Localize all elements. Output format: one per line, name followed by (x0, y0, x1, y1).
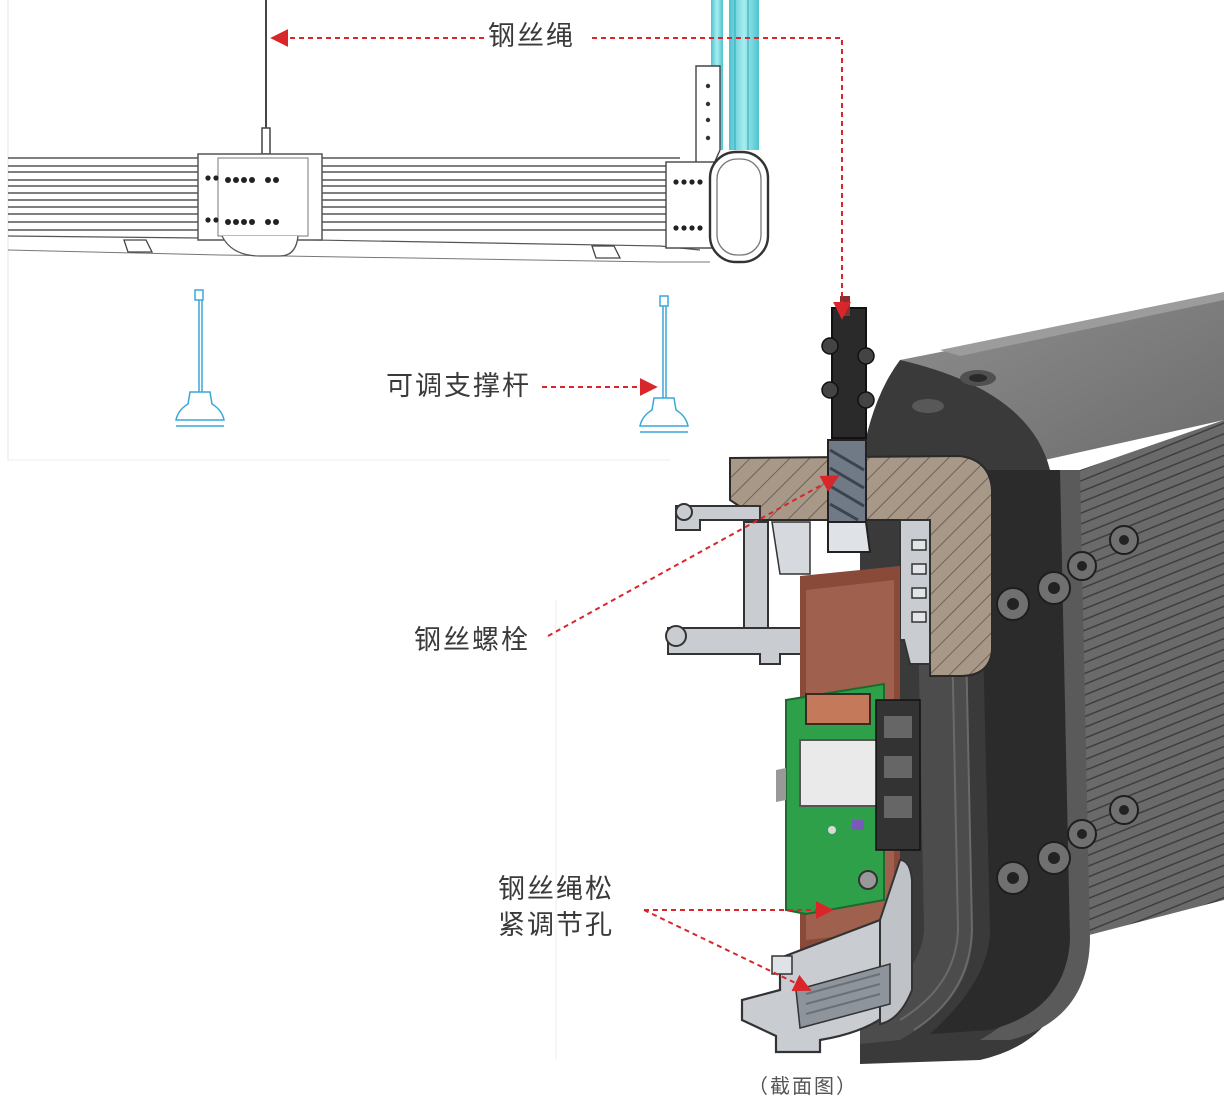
label-wire-rope: 钢丝绳 (488, 20, 575, 54)
label-support-rod: 可调支撑杆 (386, 370, 531, 404)
cross-section-drawing (555, 292, 1224, 1064)
label-tension-hole-line1: 钢丝绳松 (498, 874, 614, 905)
label-tension-hole: 钢丝绳松 紧调节孔 (498, 872, 614, 944)
caption: （截面图） (748, 1074, 858, 1098)
label-wire-bolt: 钢丝螺栓 (414, 624, 530, 658)
support-rod-drawing (175, 289, 689, 433)
callout-lines (270, 29, 851, 992)
label-tension-hole-line2: 紧调节孔 (498, 910, 614, 941)
